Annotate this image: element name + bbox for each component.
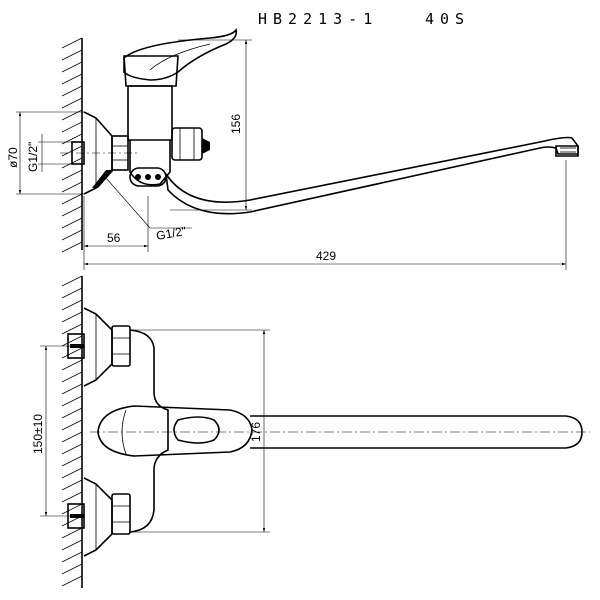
spout-aerator <box>555 145 579 157</box>
wall-hatching-top <box>61 275 83 588</box>
dim-reach-label: 429 <box>316 249 336 263</box>
dim-height-156: 156 <box>170 39 252 211</box>
model-variant: 40S <box>425 10 470 28</box>
diverter-knob <box>171 127 203 161</box>
dim-diameter-label: ø70 <box>6 147 20 168</box>
dim-offset-56: 56 <box>83 196 149 252</box>
handle-top <box>97 405 253 457</box>
lower-inlet <box>67 477 131 557</box>
wall-hatching-side <box>61 37 83 253</box>
dim-height-label: 156 <box>229 114 243 134</box>
dim-outlet-thread: G1/2" <box>105 177 192 243</box>
mixer-body <box>127 85 173 141</box>
model-number: HB2213-1 <box>258 10 378 28</box>
side-view: 156 ø70 G1/2" G1/2" 56 <box>6 28 579 270</box>
dim-diameter-70: ø70 <box>6 111 84 195</box>
dim-offset-label: 56 <box>107 231 121 245</box>
top-view: 150±10 176 <box>31 275 590 588</box>
dim-span-176: 176 <box>132 329 270 533</box>
cartridge-cap <box>123 55 179 87</box>
dim-span-label: 176 <box>249 422 263 442</box>
dim-centers-150: 150±10 <box>31 345 70 517</box>
dim-inlet-thread: G1/2" <box>26 134 74 172</box>
dim-outlet-thread-label: G1/2" <box>155 224 187 243</box>
spout <box>165 136 579 215</box>
dim-reach-429: 429 <box>83 160 567 270</box>
mixer-body-top <box>129 329 169 533</box>
handle-lever <box>123 28 238 81</box>
dim-inlet-thread-label: G1/2" <box>26 142 40 172</box>
dim-centers-label: 150±10 <box>31 414 45 454</box>
upper-inlet <box>67 307 131 387</box>
